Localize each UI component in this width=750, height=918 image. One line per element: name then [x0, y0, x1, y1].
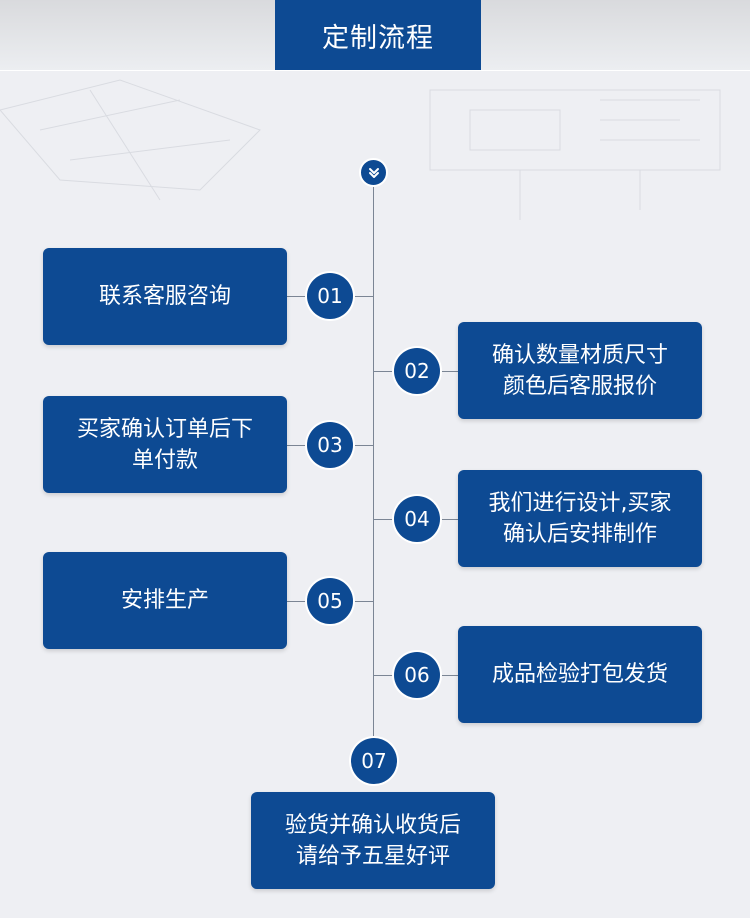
step-text: 联系客服咨询 — [98, 284, 231, 309]
timeline-start-marker — [359, 158, 388, 187]
step-number: 02 — [394, 348, 440, 394]
step-number: 05 — [307, 578, 353, 624]
step-box: 验货并确认收货后 请给予五星好评 — [251, 792, 495, 889]
step-number: 04 — [394, 496, 440, 542]
step-number: 03 — [307, 422, 353, 468]
step-box: 我们进行设计,买家 确认后安排制作 — [458, 470, 702, 567]
step-text: 验货并确认收货后 请给予五星好评 — [284, 812, 461, 869]
step-box: 安排生产 — [43, 552, 287, 649]
step-text: 我们进行设计,买家 确认后安排制作 — [488, 490, 672, 547]
page-title: 定制流程 — [275, 0, 481, 70]
timeline-axis — [373, 186, 374, 746]
background-blueprint-sketch — [0, 79, 721, 220]
step-text: 确认数量材质尺寸 颜色后客服报价 — [491, 342, 668, 399]
step-box: 成品检验打包发货 — [458, 626, 702, 723]
step-text: 成品检验打包发货 — [491, 662, 668, 687]
step-number: 01 — [307, 273, 353, 319]
step-number: 06 — [394, 652, 440, 698]
step-number: 07 — [351, 738, 397, 784]
step-text: 安排生产 — [120, 588, 209, 613]
step-box: 买家确认订单后下 单付款 — [43, 396, 287, 493]
step-box: 联系客服咨询 — [43, 248, 287, 345]
step-box: 确认数量材质尺寸 颜色后客服报价 — [458, 322, 702, 419]
double-chevron-down-icon — [368, 167, 379, 178]
step-text: 买家确认订单后下 单付款 — [76, 416, 253, 473]
